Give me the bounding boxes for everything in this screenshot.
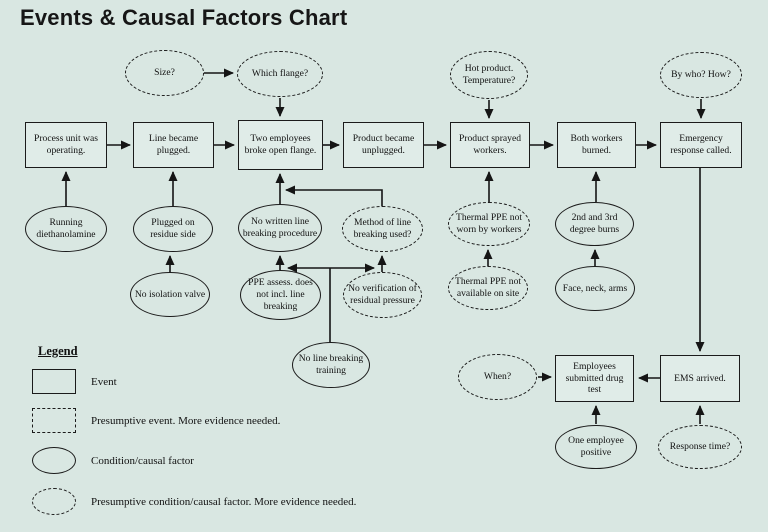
condition-degree-burns: 2nd and 3rd degree burns xyxy=(555,202,634,246)
event-emergency-response-called: Emergency response called. xyxy=(660,122,742,168)
event-rect-swatch xyxy=(32,369,76,394)
condition-no-line-breaking-training: No line breaking training xyxy=(292,342,370,388)
event-two-employees-broke-flange: Two employees broke open flange. xyxy=(238,120,323,170)
event-ems-arrived: EMS arrived. xyxy=(660,355,740,402)
presumptive-condition-thermal-ppe-not-worn: Thermal PPE not worn by workers xyxy=(448,202,530,246)
condition-running-diethanolamine: Running diethanolamine xyxy=(25,206,107,252)
legend-item-event: Event xyxy=(32,369,356,394)
event-line-became-plugged: Line became plugged. xyxy=(133,122,214,168)
condition-ppe-assessment: PPE assess. does not incl. line breaking xyxy=(240,270,321,320)
event-employees-drug-test: Employees submitted drug test xyxy=(555,355,634,402)
presumptive-condition-method-line-breaking: Method of line breaking used? xyxy=(342,206,423,252)
condition-no-isolation-valve: No isolation valve xyxy=(130,272,210,317)
legend-item-label: Presumptive event. More evidence needed. xyxy=(91,414,281,427)
event-product-became-unplugged: Product became unplugged. xyxy=(343,122,424,168)
condition-no-written-procedure: No written line breaking procedure xyxy=(238,204,322,252)
legend-item-presumptive-event: Presumptive event. More evidence needed. xyxy=(32,408,356,433)
page-title: Events & Causal Factors Chart xyxy=(20,5,348,30)
presumptive-condition-size: Size? xyxy=(125,50,204,96)
legend-item-presumptive-condition: Presumptive condition/causal factor. Mor… xyxy=(32,488,356,515)
legend-title: Legend xyxy=(38,344,78,358)
legend-item-label: Event xyxy=(91,375,117,388)
presumptive-condition-ellipse-swatch xyxy=(32,488,76,515)
presumptive-condition-response-time: Response time? xyxy=(658,425,742,469)
arrow-connector xyxy=(285,185,383,206)
event-both-workers-burned: Both workers burned. xyxy=(557,122,636,168)
legend-item-label: Presumptive condition/causal factor. Mor… xyxy=(91,495,357,508)
presumptive-condition-hot-product: Hot product. Temperature? xyxy=(450,51,528,99)
event-product-sprayed-workers: Product sprayed workers. xyxy=(450,122,530,168)
presumptive-condition-which-flange: Which flange? xyxy=(237,51,323,97)
presumptive-condition-when: When? xyxy=(458,354,537,400)
presumptive-event-rect-swatch xyxy=(32,408,76,433)
legend: Legend Event Presumptive event. More evi… xyxy=(32,344,356,529)
condition-face-neck-arms: Face, neck, arms xyxy=(555,266,635,311)
legend-item-label: Condition/causal factor xyxy=(91,454,194,467)
presumptive-condition-no-verification-pressure: No verification of residual pressure xyxy=(343,272,422,318)
presumptive-condition-by-who-how: By who? How? xyxy=(660,52,742,98)
legend-item-condition: Condition/causal factor xyxy=(32,447,356,474)
condition-one-employee-positive: One employee positive xyxy=(555,425,637,469)
event-process-unit-operating: Process unit was operating. xyxy=(25,122,107,168)
presumptive-condition-thermal-ppe-not-available: Thermal PPE not available on site xyxy=(448,266,528,310)
condition-plugged-residue-side: Plugged on residue side xyxy=(133,206,213,252)
condition-ellipse-swatch xyxy=(32,447,76,474)
